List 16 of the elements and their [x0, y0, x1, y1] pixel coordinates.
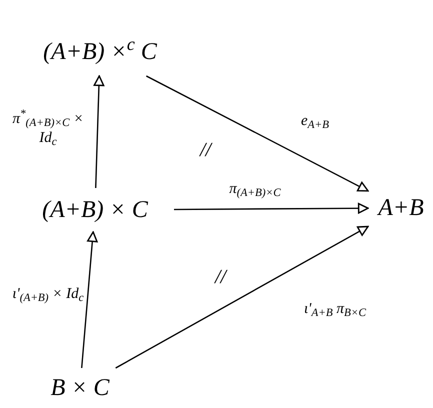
- arrow: [115, 226, 369, 369]
- object-label: A+B: [378, 194, 424, 223]
- arrow: [174, 202, 369, 214]
- edge-label: ι'$_{A+B}$ π$_{B×C}$: [303, 300, 367, 319]
- edge-label: π$_{(A+B)×C}$: [228, 180, 282, 199]
- edge-label: ι'$_{(A+B)}$ × Id$_{c}$: [11, 285, 85, 304]
- commutes-mark: //: [200, 138, 212, 163]
- arrow: [81, 231, 98, 368]
- arrow: [94, 75, 104, 188]
- edge-label: e$_{A+B}$: [300, 112, 330, 131]
- edge-label: π$^{*}$$_{(A+B)×C}$ × Id$_{c}$: [12, 110, 84, 148]
- object-label: (A+B) × C: [42, 196, 148, 225]
- object-label: B × C: [50, 374, 110, 403]
- arrow: [146, 75, 369, 192]
- object-label: (A+B) ×$^{c}$ C: [43, 34, 157, 67]
- commutes-mark: //: [215, 265, 226, 290]
